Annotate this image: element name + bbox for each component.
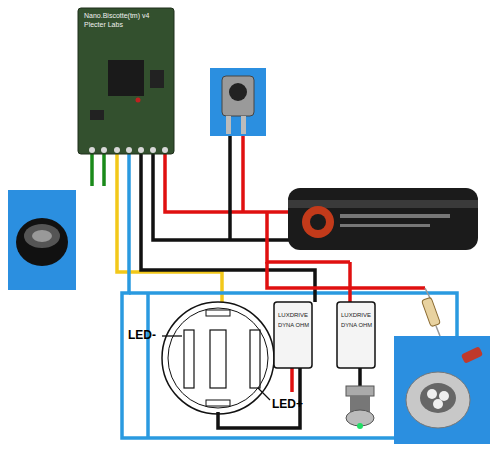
speaker-photo (8, 190, 76, 290)
switch-photo (210, 68, 266, 136)
board-name: Nano.Biscotte(tm) v4 (84, 12, 149, 20)
sound-board (78, 8, 174, 154)
driver-brand: LUXDRIVE (278, 312, 308, 319)
led-positive-wire (290, 368, 294, 392)
board-maker: Plecter Labs (84, 21, 123, 29)
pin-name: LED- (128, 329, 156, 342)
switch-wire (228, 135, 232, 240)
led-driver (274, 302, 312, 368)
driver-model: DYNA OHM (278, 322, 309, 328)
driver-wire (358, 368, 362, 386)
driver-model: DYNA OHM (341, 322, 372, 328)
power-wire (165, 152, 288, 212)
battery (288, 188, 478, 250)
pin-name: LED+ (272, 398, 303, 411)
led-switch (346, 386, 374, 429)
led-driver (337, 302, 375, 368)
signal-wire (117, 152, 222, 302)
led-holder (162, 302, 274, 414)
power-wire (348, 262, 352, 302)
speaker-wire (90, 152, 94, 186)
led-photo (394, 336, 490, 444)
switch-wire (241, 135, 245, 212)
speaker-wire (102, 152, 106, 186)
ground-wire (153, 152, 290, 240)
power-wire (267, 262, 425, 288)
leader-line (162, 335, 182, 336)
driver-brand: LUXDRIVE (341, 312, 371, 319)
led-negative-wire (146, 293, 150, 438)
leader-line (258, 388, 270, 400)
resistor-symbol (422, 288, 441, 336)
